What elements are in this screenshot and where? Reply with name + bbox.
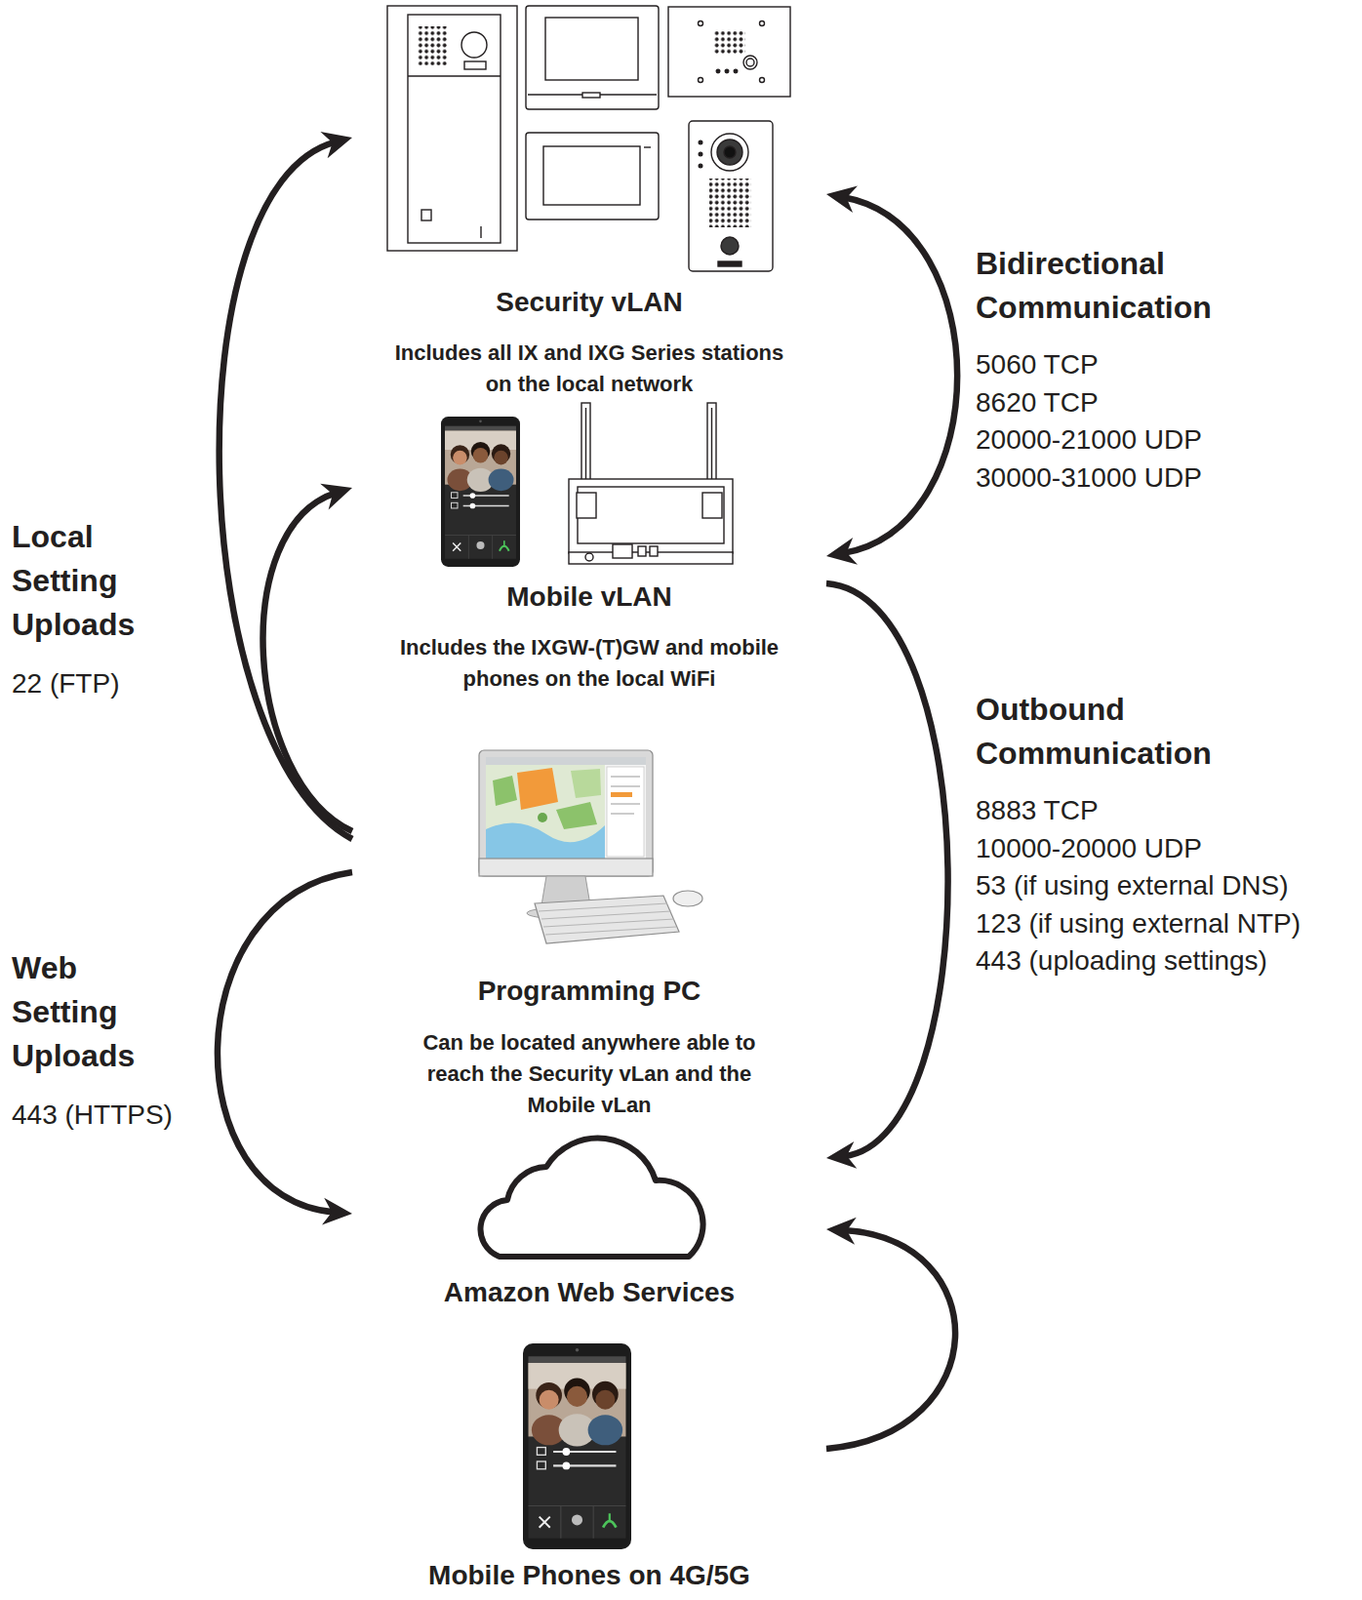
video-monitor — [525, 132, 659, 220]
node-caption: Includes all IX and IXG Series stations … — [391, 337, 789, 401]
connector — [826, 186, 958, 565]
entrance-panel — [387, 5, 518, 251]
gateway-device — [568, 402, 733, 564]
connector-line — [826, 583, 949, 1157]
section-heading: Local Setting Uploads — [11, 515, 183, 647]
audio-station — [668, 6, 791, 97]
port-label: 30000-31000 UDP — [975, 459, 1347, 497]
port-label: 443 (uploading settings) — [975, 942, 1357, 980]
section-heading: Outbound Communication — [975, 687, 1347, 776]
connector-line — [217, 872, 353, 1213]
port-label: 443 (HTTPS) — [11, 1096, 207, 1134]
section-heading: Bidirectional Communication — [975, 241, 1347, 330]
node-heading: Security vLAN — [364, 285, 814, 320]
node-heading: Mobile vLAN — [364, 580, 814, 614]
connector — [217, 872, 353, 1226]
door-station — [688, 120, 773, 272]
node-heading: Mobile Phones on 4G/5G — [364, 1559, 814, 1593]
connector-line — [826, 1230, 956, 1449]
arrow-head — [826, 1217, 857, 1245]
connector — [826, 1217, 956, 1449]
node-group: Security vLAN Includes all IX and IXG Ser… — [352, 3, 827, 404]
port-label: 22 (FTP) — [11, 665, 207, 703]
connector — [263, 483, 353, 832]
cloud-outline — [480, 1137, 703, 1257]
connector — [219, 131, 353, 840]
port-label: 5060 TCP — [975, 346, 1347, 384]
connector-line — [219, 142, 353, 840]
programming-pc — [479, 750, 703, 944]
video-monitor — [525, 5, 659, 110]
port-label: 20000-21000 UDP — [975, 421, 1347, 459]
node-heading: Amazon Web Services — [364, 1276, 814, 1310]
node-group: Mobile vLAN Includes the IXGW-(T)GW and m… — [352, 404, 827, 699]
port-label: 53 (if using external DNS) — [975, 867, 1357, 905]
arrow-head — [320, 131, 353, 159]
port-label: 8883 TCP — [975, 792, 1357, 830]
node-group: Amazon Web Services — [352, 1131, 827, 1314]
node-caption: Can be located anywhere able to reach th… — [397, 1027, 783, 1122]
port-label: 8620 TCP — [975, 384, 1347, 422]
arrow-head — [826, 186, 858, 214]
connector-line — [263, 492, 353, 832]
connector-line — [843, 197, 958, 554]
arrow-head — [826, 1141, 857, 1169]
node-caption: Includes the IXGW-(T)GW and mobile phone… — [389, 632, 790, 695]
arrow-head — [321, 1198, 353, 1226]
mobile-phone — [522, 1343, 632, 1550]
arrow-head — [320, 483, 353, 511]
port-label: 10000-20000 UDP — [975, 830, 1357, 868]
arrow-head — [826, 537, 858, 565]
port-label: 123 (if using external NTP) — [975, 905, 1357, 943]
connector — [826, 583, 949, 1169]
section-heading: Web Setting Uploads — [11, 946, 183, 1079]
node-heading: Programming PC — [364, 974, 814, 1008]
mobile-phone — [440, 416, 521, 567]
node-group: Mobile Phones on 4G/5G — [352, 1336, 827, 1599]
node-group: Programming PC Can be located anywhere ab… — [352, 741, 827, 1127]
